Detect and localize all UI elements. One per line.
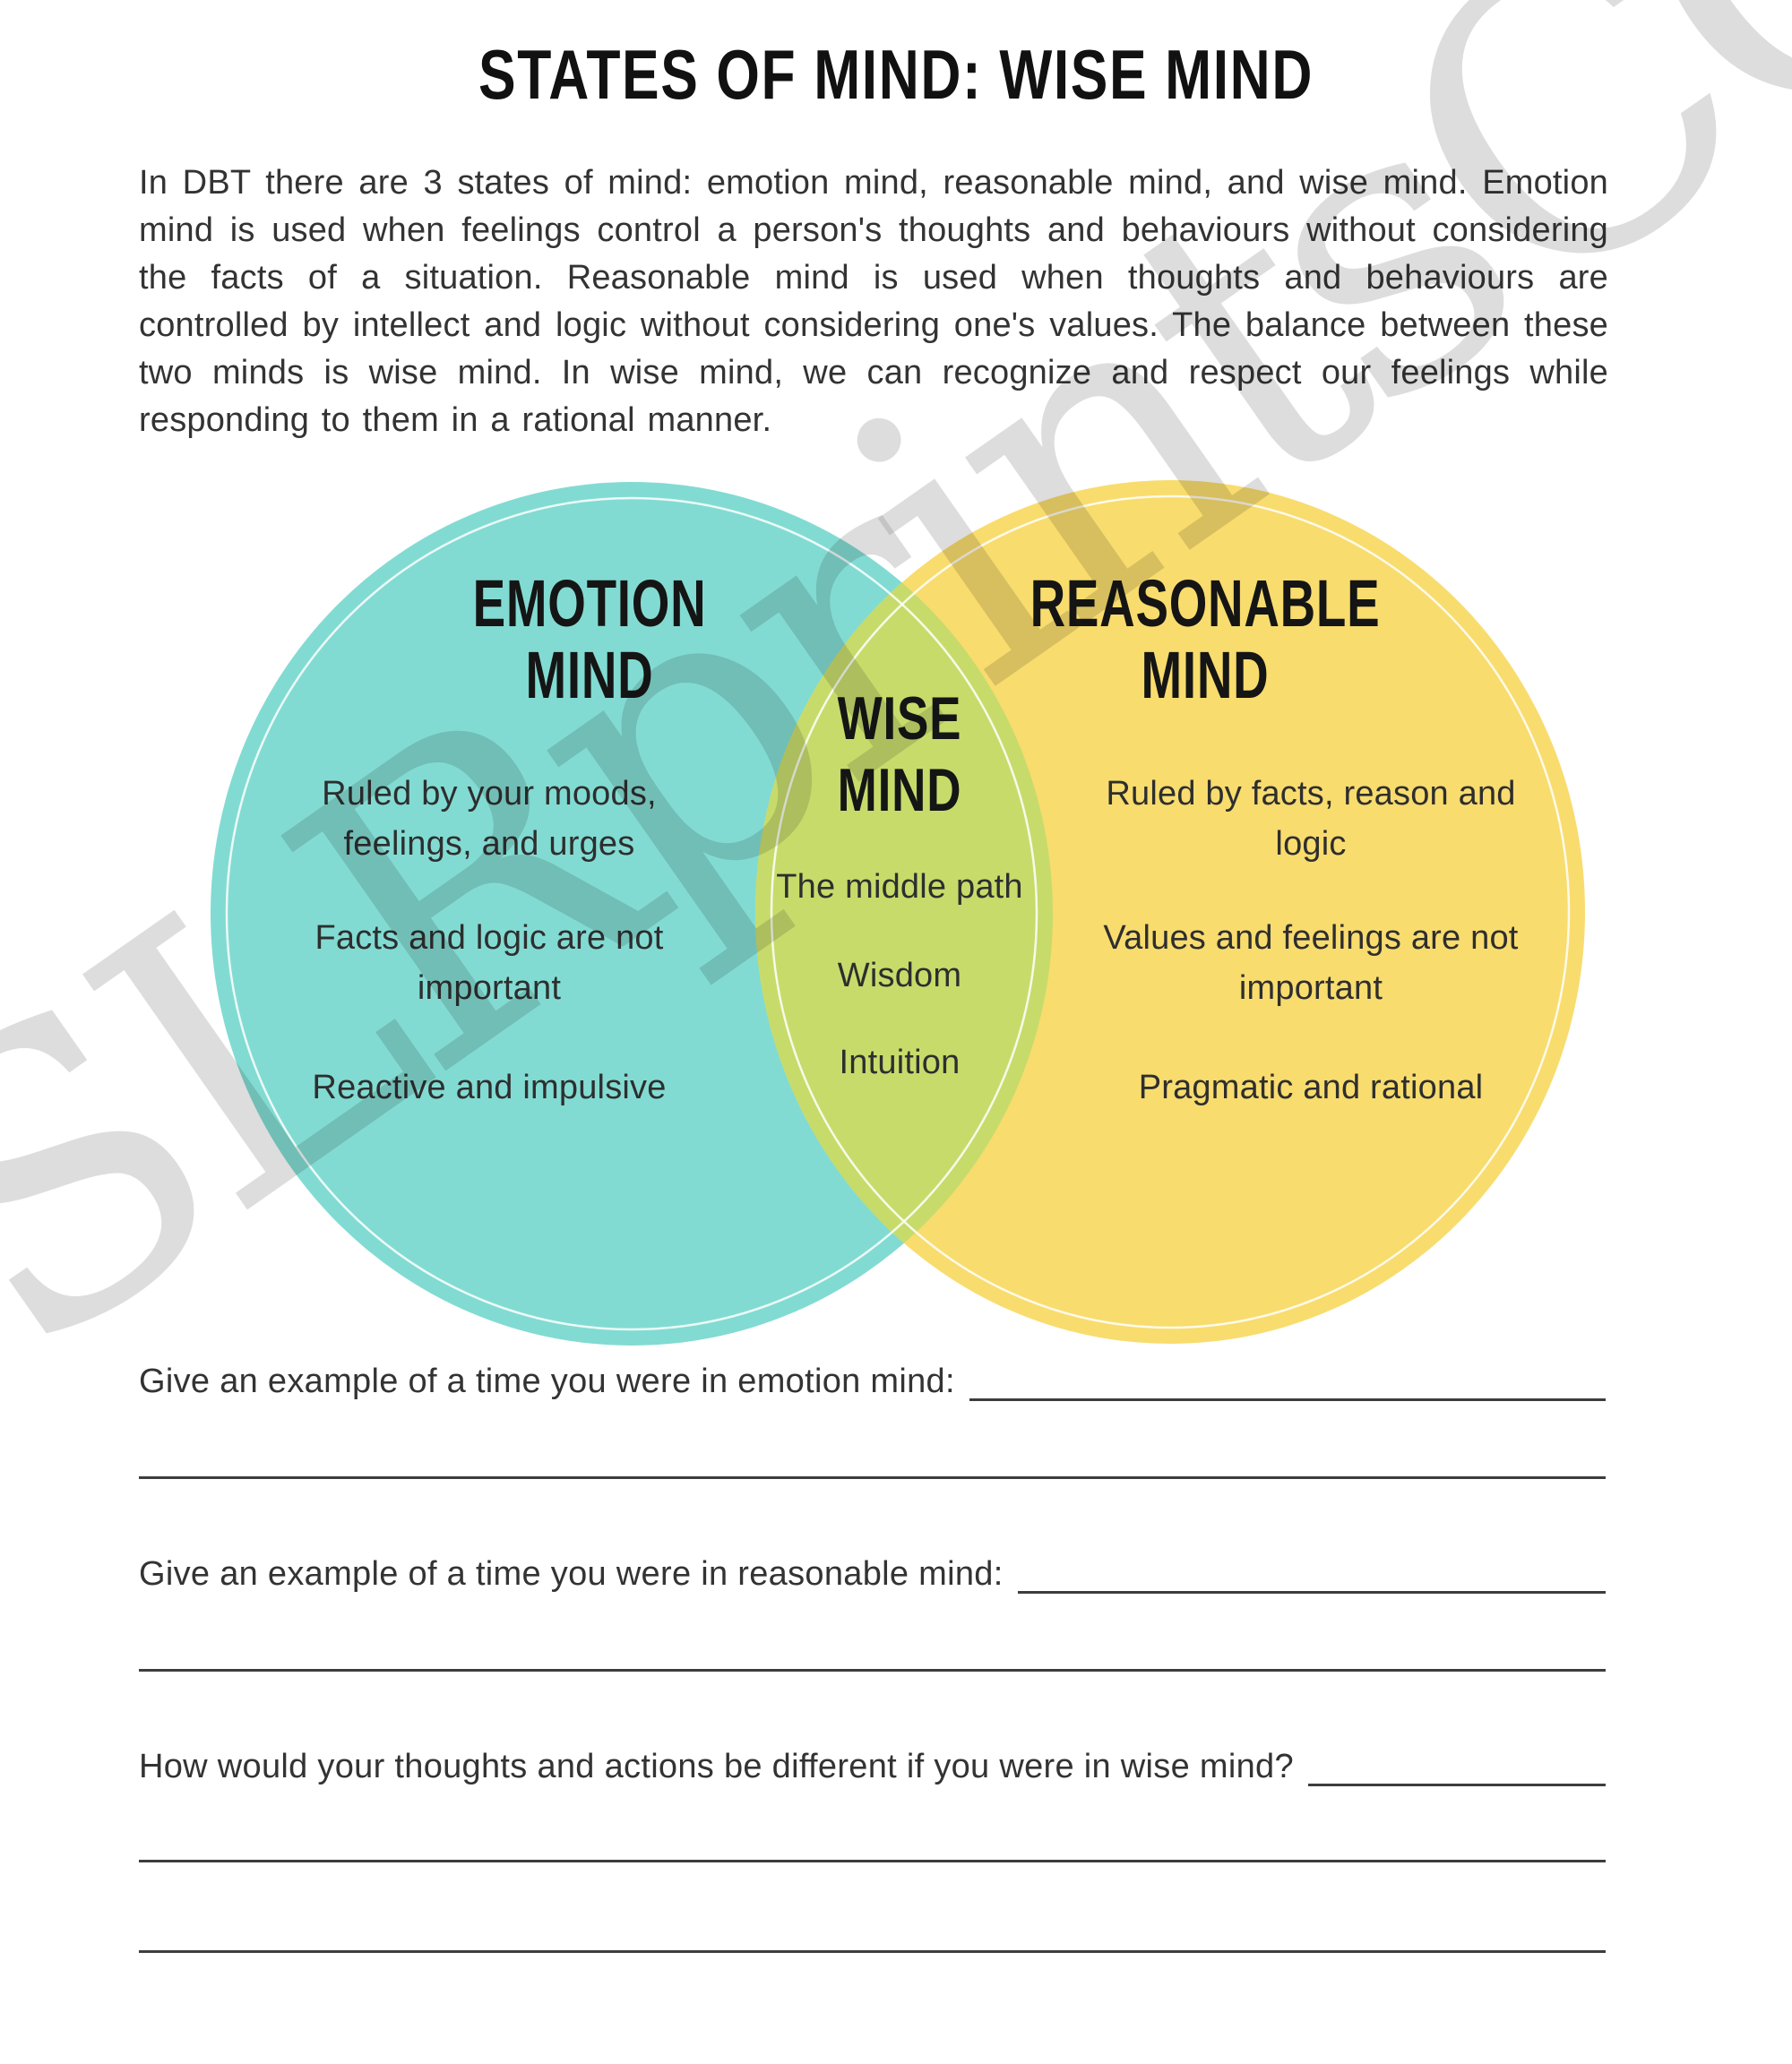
reasonable-point-1: Ruled by facts, reason and logic — [1106, 775, 1516, 863]
question-reasonable-mind: Give an example of a time you were in re… — [139, 1552, 1606, 1594]
intro-paragraph: In DBT there are 3 states of mind: emoti… — [139, 164, 1608, 439]
emotion-mind-heading: EMOTION MIND — [358, 568, 822, 711]
question-emotion-mind-label: Give an example of a time you were in em… — [139, 1363, 955, 1400]
page-title: STATES OF MIND: WISE MIND — [478, 35, 1314, 114]
wise-point-2: Wisdom — [837, 957, 962, 994]
emotion-point-3: Reactive and impulsive — [312, 1069, 667, 1106]
answer-line-3 — [139, 1860, 1606, 1862]
question-wise-mind: How would your thoughts and actions be d… — [139, 1745, 1606, 1786]
reasonable-point-2: Values and feelings are not important — [1103, 919, 1519, 1007]
wise-mind-overlap — [755, 482, 1053, 1344]
emotion-mind-heading-line2: MIND — [525, 638, 654, 712]
answer-line-1 — [139, 1476, 1606, 1479]
answer-blank-emotion — [969, 1357, 1606, 1401]
emotion-point-2: Facts and logic are not important — [314, 919, 664, 1007]
question-reasonable-mind-label: Give an example of a time you were in re… — [139, 1555, 1004, 1593]
wise-mind-heading: WISE MIND — [760, 683, 1039, 826]
answer-blank-wise — [1307, 1742, 1606, 1786]
question-emotion-mind: Give an example of a time you were in em… — [139, 1360, 1606, 1401]
reasonable-inner-ring — [770, 494, 1571, 1329]
emotion-mind-heading-line1: EMOTION — [472, 566, 707, 641]
wise-mind-heading-line2: MIND — [837, 756, 962, 824]
answer-line-4 — [139, 1950, 1606, 1953]
reasonable-mind-heading: REASONABLE MIND — [973, 568, 1437, 711]
answer-blank-reasonable — [1017, 1550, 1606, 1594]
reasonable-mind-heading-line2: MIND — [1141, 638, 1270, 712]
wise-point-3: Intuition — [839, 1044, 961, 1081]
emotion-point-1: Ruled by your moods, feelings, and urges — [322, 775, 657, 863]
reasonable-point-3: Pragmatic and rational — [1138, 1069, 1484, 1106]
emotion-inner-ring — [225, 496, 1038, 1331]
question-wise-mind-label: How would your thoughts and actions be d… — [139, 1748, 1294, 1785]
wise-point-1: The middle path — [776, 868, 1023, 906]
wise-mind-heading-line1: WISE — [837, 684, 962, 752]
reasonable-mind-heading-line1: REASONABLE — [1030, 566, 1381, 641]
answer-line-2 — [139, 1669, 1606, 1672]
